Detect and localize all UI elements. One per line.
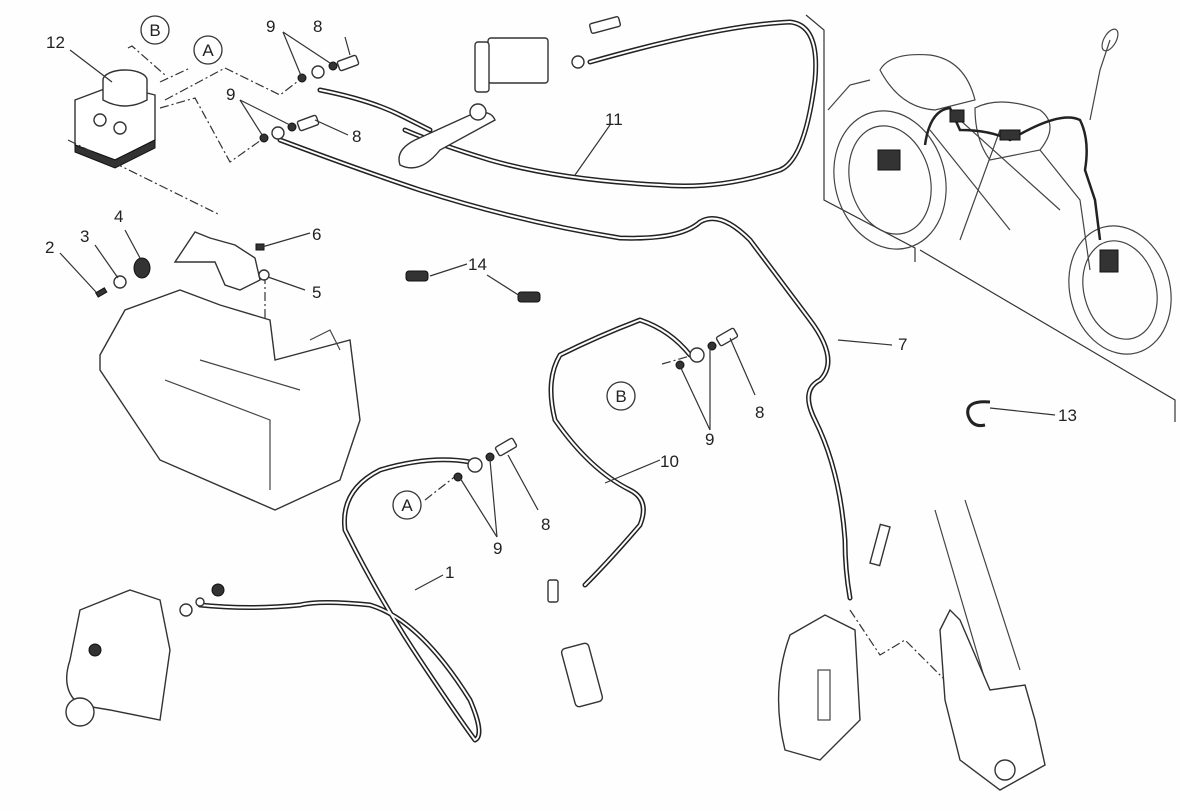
seat-outline — [879, 53, 976, 111]
clip-14-b — [517, 291, 541, 303]
callout-9: 9 — [705, 430, 714, 449]
ref-label-a: A — [202, 41, 214, 60]
callout-3: 3 — [80, 227, 89, 246]
mirror — [1101, 28, 1119, 52]
front-caliper-bolt — [869, 523, 891, 567]
rear-master-cylinder — [547, 579, 604, 708]
ref-b-hose: B — [606, 381, 636, 411]
callout-6: 6 — [312, 225, 321, 244]
callout-14: 14 — [468, 255, 487, 274]
abs-unit-on-bike — [949, 109, 965, 123]
ref-label-b: B — [149, 21, 160, 40]
screw-2 — [94, 287, 108, 298]
rear-wheel-rim — [848, 125, 932, 235]
mc-banjo — [571, 55, 585, 69]
undertray — [99, 289, 361, 511]
front-caliper-body — [777, 614, 861, 761]
master-cylinder-body — [474, 41, 490, 93]
rear-caliper — [65, 583, 225, 727]
hose-fittings — [453, 327, 739, 482]
rear-wheel-outline — [833, 110, 947, 250]
front-wheel-outline — [1068, 225, 1172, 355]
ref-label-b: B — [615, 387, 626, 406]
leader-lines — [59, 31, 1056, 591]
bolt-8-upper — [336, 54, 360, 72]
abs-port-2 — [113, 121, 127, 135]
ref-label-a: A — [401, 496, 413, 515]
connector-on-bike — [999, 129, 1021, 141]
front-disc-detail — [1099, 249, 1119, 273]
ref-a-hose: A — [392, 490, 422, 520]
fork-leg-bottom — [939, 608, 1046, 791]
bracket-5 — [173, 231, 261, 291]
callout-9: 9 — [226, 85, 235, 104]
rear-disc-detail — [877, 149, 901, 171]
front-master-cylinder[interactable] — [398, 16, 622, 169]
front-wheel-rim — [1082, 240, 1158, 340]
callout-1: 1 — [445, 563, 454, 582]
abs-port-1 — [93, 113, 107, 127]
callout-10: 10 — [660, 452, 679, 471]
abs-fittings — [259, 54, 360, 143]
clip-14-a — [405, 270, 429, 282]
callout-13: 13 — [1058, 406, 1077, 425]
callout-labels: 12 9 8 9 8 11 2 3 4 6 5 14 7 8 9 10 13 8… — [45, 17, 1077, 582]
hose-abs-upper — [317, 87, 433, 133]
front-fork — [934, 499, 1046, 791]
mc-bolt — [588, 16, 622, 34]
callout-8: 8 — [313, 17, 322, 36]
callout-9: 9 — [266, 17, 275, 36]
hose-clips-14 — [405, 270, 541, 303]
clamp-13 — [966, 400, 991, 427]
callout-8: 8 — [755, 403, 764, 422]
harness-wiring — [923, 106, 1102, 241]
bolt-8-lower — [296, 114, 320, 132]
abs-unit[interactable] — [74, 69, 156, 169]
callout-8: 8 — [541, 515, 550, 534]
washer-3 — [113, 275, 127, 289]
undertray-body — [99, 289, 361, 511]
lever-pivot — [469, 103, 487, 121]
abs-motor — [102, 80, 148, 107]
tank-outline — [974, 101, 1051, 161]
damper-4 — [133, 257, 151, 279]
rear-mc-bolt — [547, 579, 559, 603]
washer-9-upper-b — [328, 61, 338, 71]
rear-tail — [827, 79, 871, 111]
hose-7 — [277, 137, 853, 601]
callout-8: 8 — [352, 127, 361, 146]
bracket-hole — [258, 269, 270, 281]
callout-7: 7 — [898, 335, 907, 354]
master-cylinder-reservoir — [487, 37, 549, 84]
inset-frame-bottom — [919, 249, 1176, 422]
banjo-lower — [271, 126, 285, 140]
ref-b-top: B — [140, 15, 170, 45]
motorcycle-inset — [805, 14, 1176, 422]
handlebar — [1089, 39, 1111, 121]
callout-12: 12 — [46, 33, 65, 52]
callout-5: 5 — [312, 283, 321, 302]
ref-a-top: A — [193, 35, 223, 65]
callout-4: 4 — [114, 207, 123, 226]
inset-frame-left — [805, 14, 916, 262]
callout-11: 11 — [605, 110, 623, 129]
abs-base — [74, 139, 156, 169]
callout-9: 9 — [493, 539, 502, 558]
front-caliper — [777, 523, 891, 761]
banjo-upper — [311, 65, 325, 79]
undertray-details — [164, 329, 341, 490]
frame-tubes — [929, 119, 1091, 271]
hose-1 — [197, 457, 482, 743]
hose-11 — [402, 19, 819, 189]
rear-caliper-mount — [65, 697, 95, 727]
callout-2: 2 — [45, 238, 54, 257]
abs-bracket-group — [94, 231, 270, 298]
rear-mc-body — [560, 642, 604, 708]
brake-hoses — [197, 19, 853, 743]
